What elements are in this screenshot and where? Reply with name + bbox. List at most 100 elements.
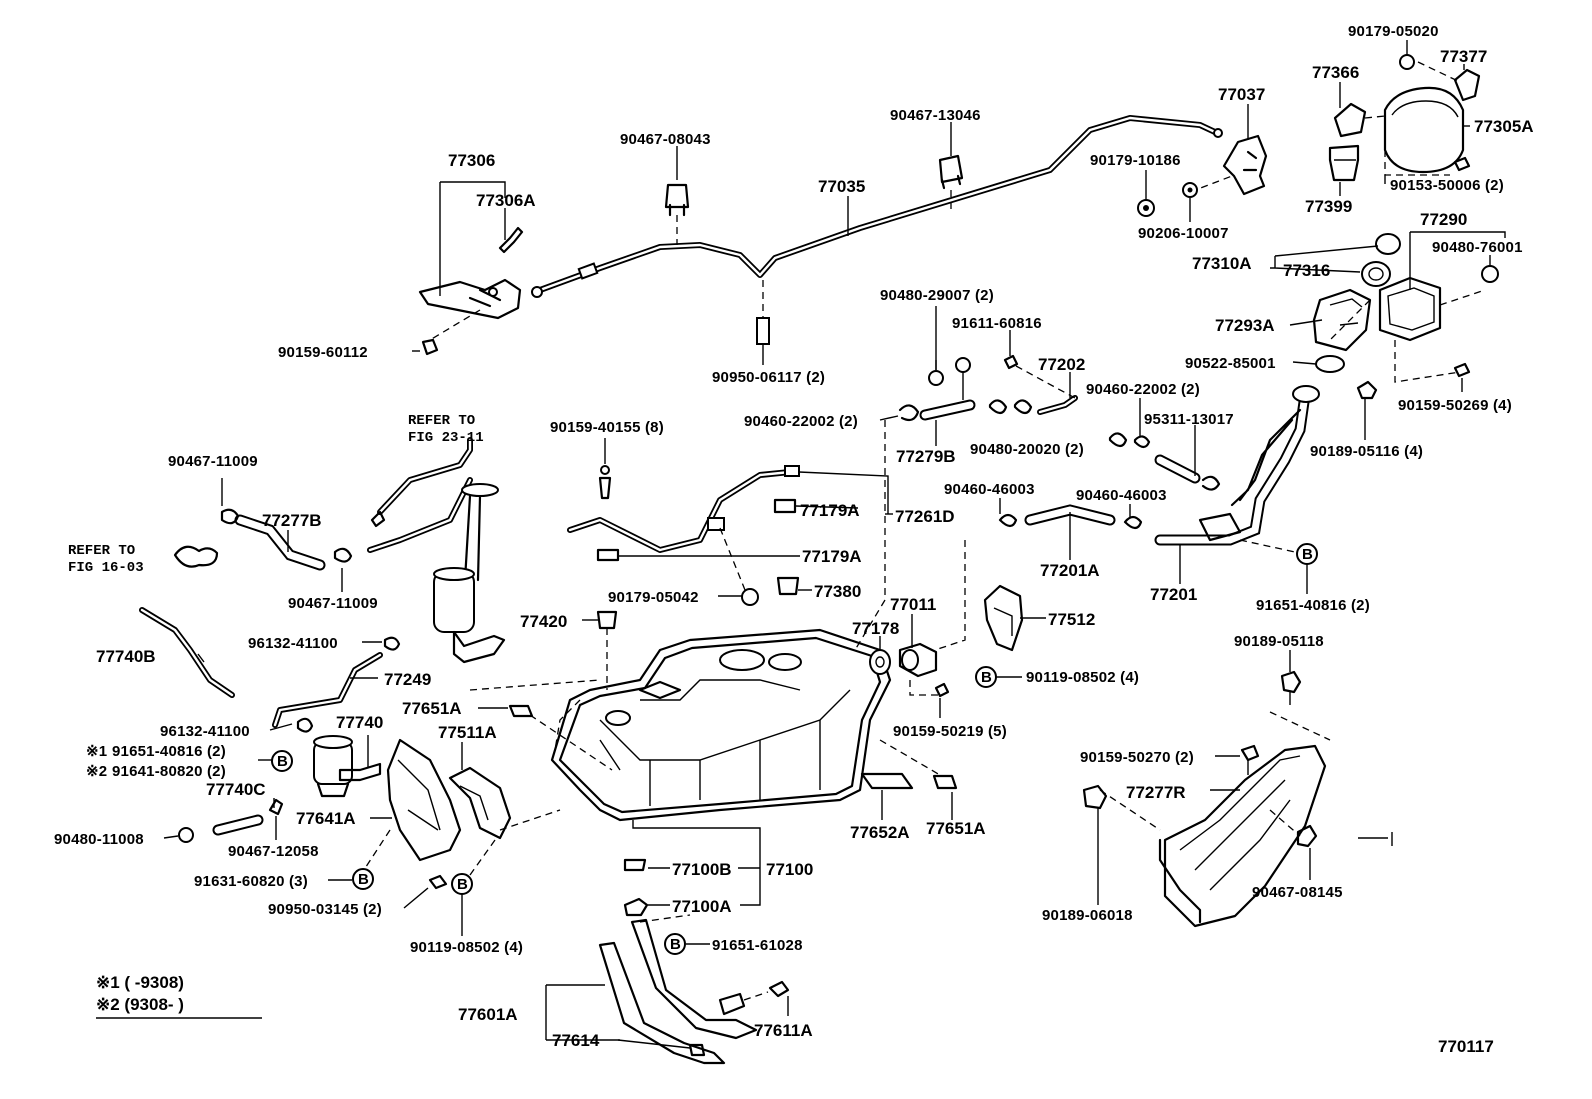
label-90119-08502-left: 90119-08502 (4) bbox=[410, 939, 523, 956]
charcoal-canister-77740 bbox=[313, 735, 382, 798]
legend: ※1 ( -9308) ※2 (9308- ) bbox=[96, 973, 184, 1014]
label-77035: 77035 bbox=[818, 177, 865, 196]
gasket-90522-85001 bbox=[1315, 355, 1345, 373]
label-77611A: 77611A bbox=[754, 1021, 813, 1040]
label-90159-50269: 90159-50269 (4) bbox=[1398, 397, 1512, 414]
label-77511A: 77511A bbox=[438, 723, 497, 742]
label-90159-50219: 90159-50219 (5) bbox=[893, 723, 1007, 740]
grommet-77179A bbox=[596, 465, 797, 562]
label-90460-22002-right: 90460-22002 (2) bbox=[1086, 381, 1200, 398]
label-77377: 77377 bbox=[1440, 47, 1487, 66]
label-90467-12058: 90467-12058 bbox=[228, 843, 319, 860]
tank-band-77601A bbox=[598, 914, 790, 1065]
nut-90480-76001 bbox=[1481, 265, 1499, 283]
bracket-77512 bbox=[983, 584, 1024, 652]
label-77512: 77512 bbox=[1048, 610, 1095, 629]
legend-row-2: ※2 (9308- ) bbox=[96, 995, 184, 1014]
b-marker-text: B bbox=[358, 871, 369, 888]
small-tick bbox=[1358, 832, 1393, 846]
label-90206-10007: 90206-10007 bbox=[1138, 225, 1229, 242]
label-77290: 77290 bbox=[1420, 210, 1467, 229]
b-marker-text: B bbox=[457, 876, 468, 893]
label-77420: 77420 bbox=[520, 612, 567, 631]
inlet-77011 bbox=[898, 642, 950, 698]
hose-77740C bbox=[178, 798, 284, 843]
clamp-90467-13046 bbox=[938, 154, 964, 213]
label-77293A: 77293A bbox=[1215, 316, 1275, 335]
label-91651-61028: 91651-61028 bbox=[712, 937, 803, 954]
release-lever-77306 bbox=[418, 226, 524, 356]
pads-77651A-77652A bbox=[508, 704, 958, 790]
label-90467-08145: 90467-08145 bbox=[1252, 884, 1343, 901]
b-marker-text: B bbox=[277, 753, 288, 770]
hose-77740B bbox=[139, 607, 235, 698]
label-77100: 77100 bbox=[766, 860, 813, 879]
label-77277R: 77277R bbox=[1126, 783, 1186, 802]
screw-90159-50270 bbox=[1240, 744, 1260, 775]
clip-90189-05116 bbox=[1356, 380, 1378, 400]
label-77651A-b: 77651A bbox=[926, 819, 986, 838]
figure-number: 770117 bbox=[1438, 1037, 1494, 1056]
protector-77641A bbox=[359, 738, 462, 890]
clip-90189-05118 bbox=[1280, 670, 1302, 705]
leader-lines bbox=[96, 40, 1506, 1049]
label-77037: 77037 bbox=[1218, 85, 1265, 104]
gasket-77178 bbox=[869, 649, 891, 675]
label-77740C: 77740C bbox=[206, 780, 266, 799]
b-marker-text: B bbox=[1302, 546, 1313, 563]
fuel-pump-unit bbox=[367, 437, 506, 664]
bracket-77037 bbox=[1189, 134, 1268, 196]
label-77652A: 77652A bbox=[850, 823, 910, 842]
label-90119-08502-right: 90119-08502 (4) bbox=[1026, 669, 1139, 686]
label-91651-40816-left: 91651-40816 (2) bbox=[112, 743, 226, 760]
fuel-cap-77316 bbox=[1361, 233, 1401, 287]
note-marker-2: ※2 bbox=[86, 763, 107, 780]
label-77249: 77249 bbox=[384, 670, 431, 689]
part-labels: 77306 77306A 90159-60112 90467-08043 770… bbox=[54, 23, 1534, 1056]
label-77306: 77306 bbox=[448, 151, 495, 170]
label-90522-85001: 90522-85001 bbox=[1185, 355, 1276, 372]
label-77100B: 77100B bbox=[672, 860, 732, 879]
label-90179-05020: 90179-05020 bbox=[1348, 23, 1439, 40]
label-91651-40816-right: 91651-40816 (2) bbox=[1256, 597, 1370, 614]
label-90950-06117: 90950-06117 (2) bbox=[712, 369, 825, 386]
label-90467-13046: 90467-13046 bbox=[890, 107, 981, 124]
grommet-77420 bbox=[596, 610, 618, 690]
label-77651A-a: 77651A bbox=[402, 699, 462, 718]
b-marker-91651-61028 bbox=[664, 933, 686, 955]
label-90480-29007: 90480-29007 (2) bbox=[880, 287, 994, 304]
label-90480-11008: 90480-11008 bbox=[54, 831, 144, 848]
label-90159-50270: 90159-50270 (2) bbox=[1080, 749, 1194, 766]
label-91641-80820: 91641-80820 (2) bbox=[112, 763, 226, 780]
b-marker-text: B bbox=[981, 669, 992, 686]
label-77740B: 77740B bbox=[96, 647, 156, 666]
label-77399: 77399 bbox=[1305, 197, 1352, 216]
label-77100A: 77100A bbox=[672, 897, 732, 916]
pipe-77249 bbox=[272, 636, 401, 733]
label-77306A: 77306A bbox=[476, 191, 536, 210]
label-77279B: 77279B bbox=[896, 447, 956, 466]
hose-95311-13017 bbox=[1154, 454, 1221, 491]
label-77178: 77178 bbox=[852, 619, 899, 638]
label-77305A: 77305A bbox=[1474, 117, 1534, 136]
ref-fig-16-03-part bbox=[173, 545, 219, 568]
label-77740: 77740 bbox=[336, 713, 383, 732]
bumper-77399 bbox=[1328, 144, 1360, 182]
label-90950-03145: 90950-03145 (2) bbox=[268, 901, 382, 918]
fuel-tank-77001 bbox=[469, 420, 966, 831]
label-77261D: 77261D bbox=[895, 507, 955, 526]
label-77366: 77366 bbox=[1312, 63, 1359, 82]
b-marker-91651-40816-l bbox=[271, 750, 293, 772]
label-77614: 77614 bbox=[552, 1031, 600, 1050]
bolt-90159-50269 bbox=[1394, 340, 1471, 383]
label-90480-20020: 90480-20020 (2) bbox=[970, 441, 1084, 458]
breather-tube-77202 bbox=[988, 354, 1078, 415]
reference-notes: REFER TO FIG 23-11 REFER TO FIG 16-03 bbox=[68, 413, 484, 576]
label-90467-11009-a: 90467-11009 bbox=[168, 453, 258, 470]
protector-77277R bbox=[1099, 711, 1331, 928]
label-96132-41100-a: 96132-41100 bbox=[248, 635, 338, 652]
clip-90467-08145 bbox=[1296, 824, 1318, 880]
label-91611-60816: 91611-60816 bbox=[952, 315, 1042, 332]
label-77201A: 77201A bbox=[1040, 561, 1100, 580]
